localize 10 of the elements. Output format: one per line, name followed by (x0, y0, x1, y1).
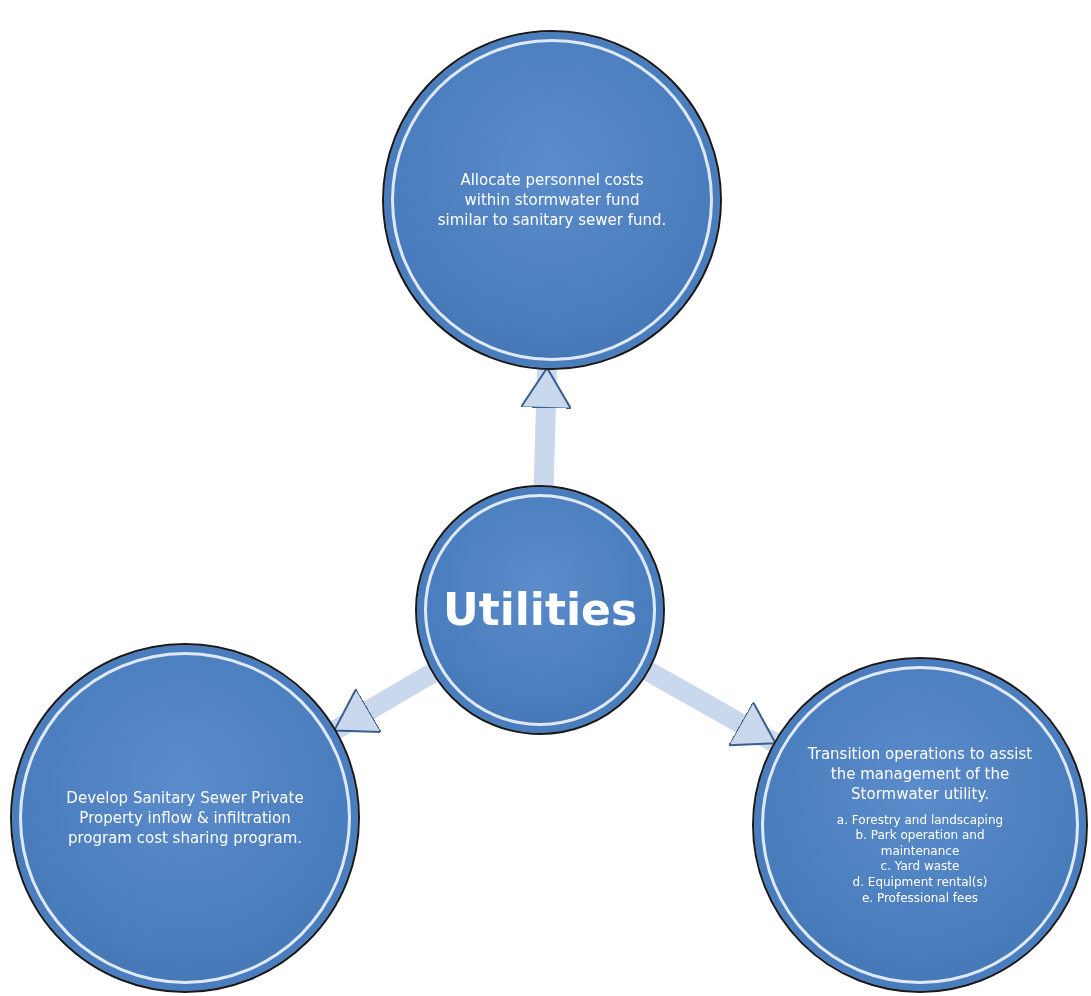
node-text: Allocate personnel costs within stormwater fund similar to sanitary sewer fund. (437, 169, 667, 231)
block-arrow (330, 664, 438, 739)
node-text: Develop Sanitary Sewer Private Property inflow & infiltration program cost sharing program. (65, 787, 305, 849)
list-item: a. Forestry and landscaping (836, 812, 1004, 829)
list-item: e. Professional fees (861, 890, 979, 907)
list-item: d. Equipment rental(s) (852, 874, 988, 891)
node-text: Transition operations to assist the management of the Stormwater utility. (806, 743, 1034, 805)
block-arrow (643, 662, 779, 751)
list-item: c. Yard waste (880, 859, 960, 875)
center-title: Utilities (442, 585, 638, 635)
